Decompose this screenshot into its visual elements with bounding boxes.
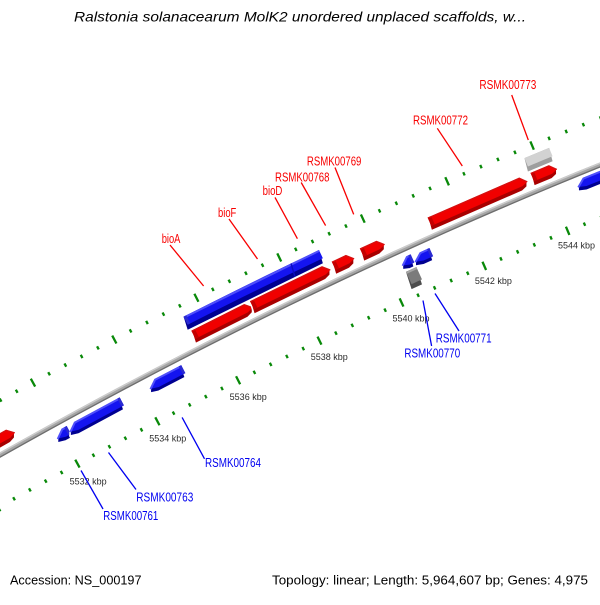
svg-text:RSMK00763: RSMK00763 [136,490,193,505]
svg-text:Topology: linear; Length: 5,96: Topology: linear; Length: 5,964,607 bp; … [272,573,588,588]
svg-text:RSMK00761: RSMK00761 [103,508,158,523]
svg-text:RSMK00771: RSMK00771 [436,330,492,345]
svg-text:5544 kbp: 5544 kbp [558,241,595,251]
svg-text:Ralstonia solanacearum MolK2 u: Ralstonia solanacearum MolK2 unordered u… [74,9,526,25]
svg-text:5534 kbp: 5534 kbp [149,434,186,444]
svg-text:RSMK00764: RSMK00764 [205,455,261,470]
svg-text:Accession: NS_000197: Accession: NS_000197 [10,573,142,588]
svg-text:5540 kbp: 5540 kbp [392,313,429,323]
svg-text:RSMK00772: RSMK00772 [413,113,468,128]
svg-text:5532 kbp: 5532 kbp [70,477,107,487]
svg-text:5536 kbp: 5536 kbp [230,392,267,402]
svg-text:RSMK00770: RSMK00770 [404,345,460,360]
svg-text:RSMK00768: RSMK00768 [275,169,330,184]
svg-text:bioA: bioA [162,231,181,246]
svg-text:bioD: bioD [263,183,283,198]
svg-text:RSMK00773: RSMK00773 [479,77,536,92]
svg-text:5542 kbp: 5542 kbp [475,276,512,286]
svg-text:5538 kbp: 5538 kbp [311,352,348,362]
svg-text:bioF: bioF [218,205,236,220]
svg-text:RSMK00769: RSMK00769 [307,154,362,169]
